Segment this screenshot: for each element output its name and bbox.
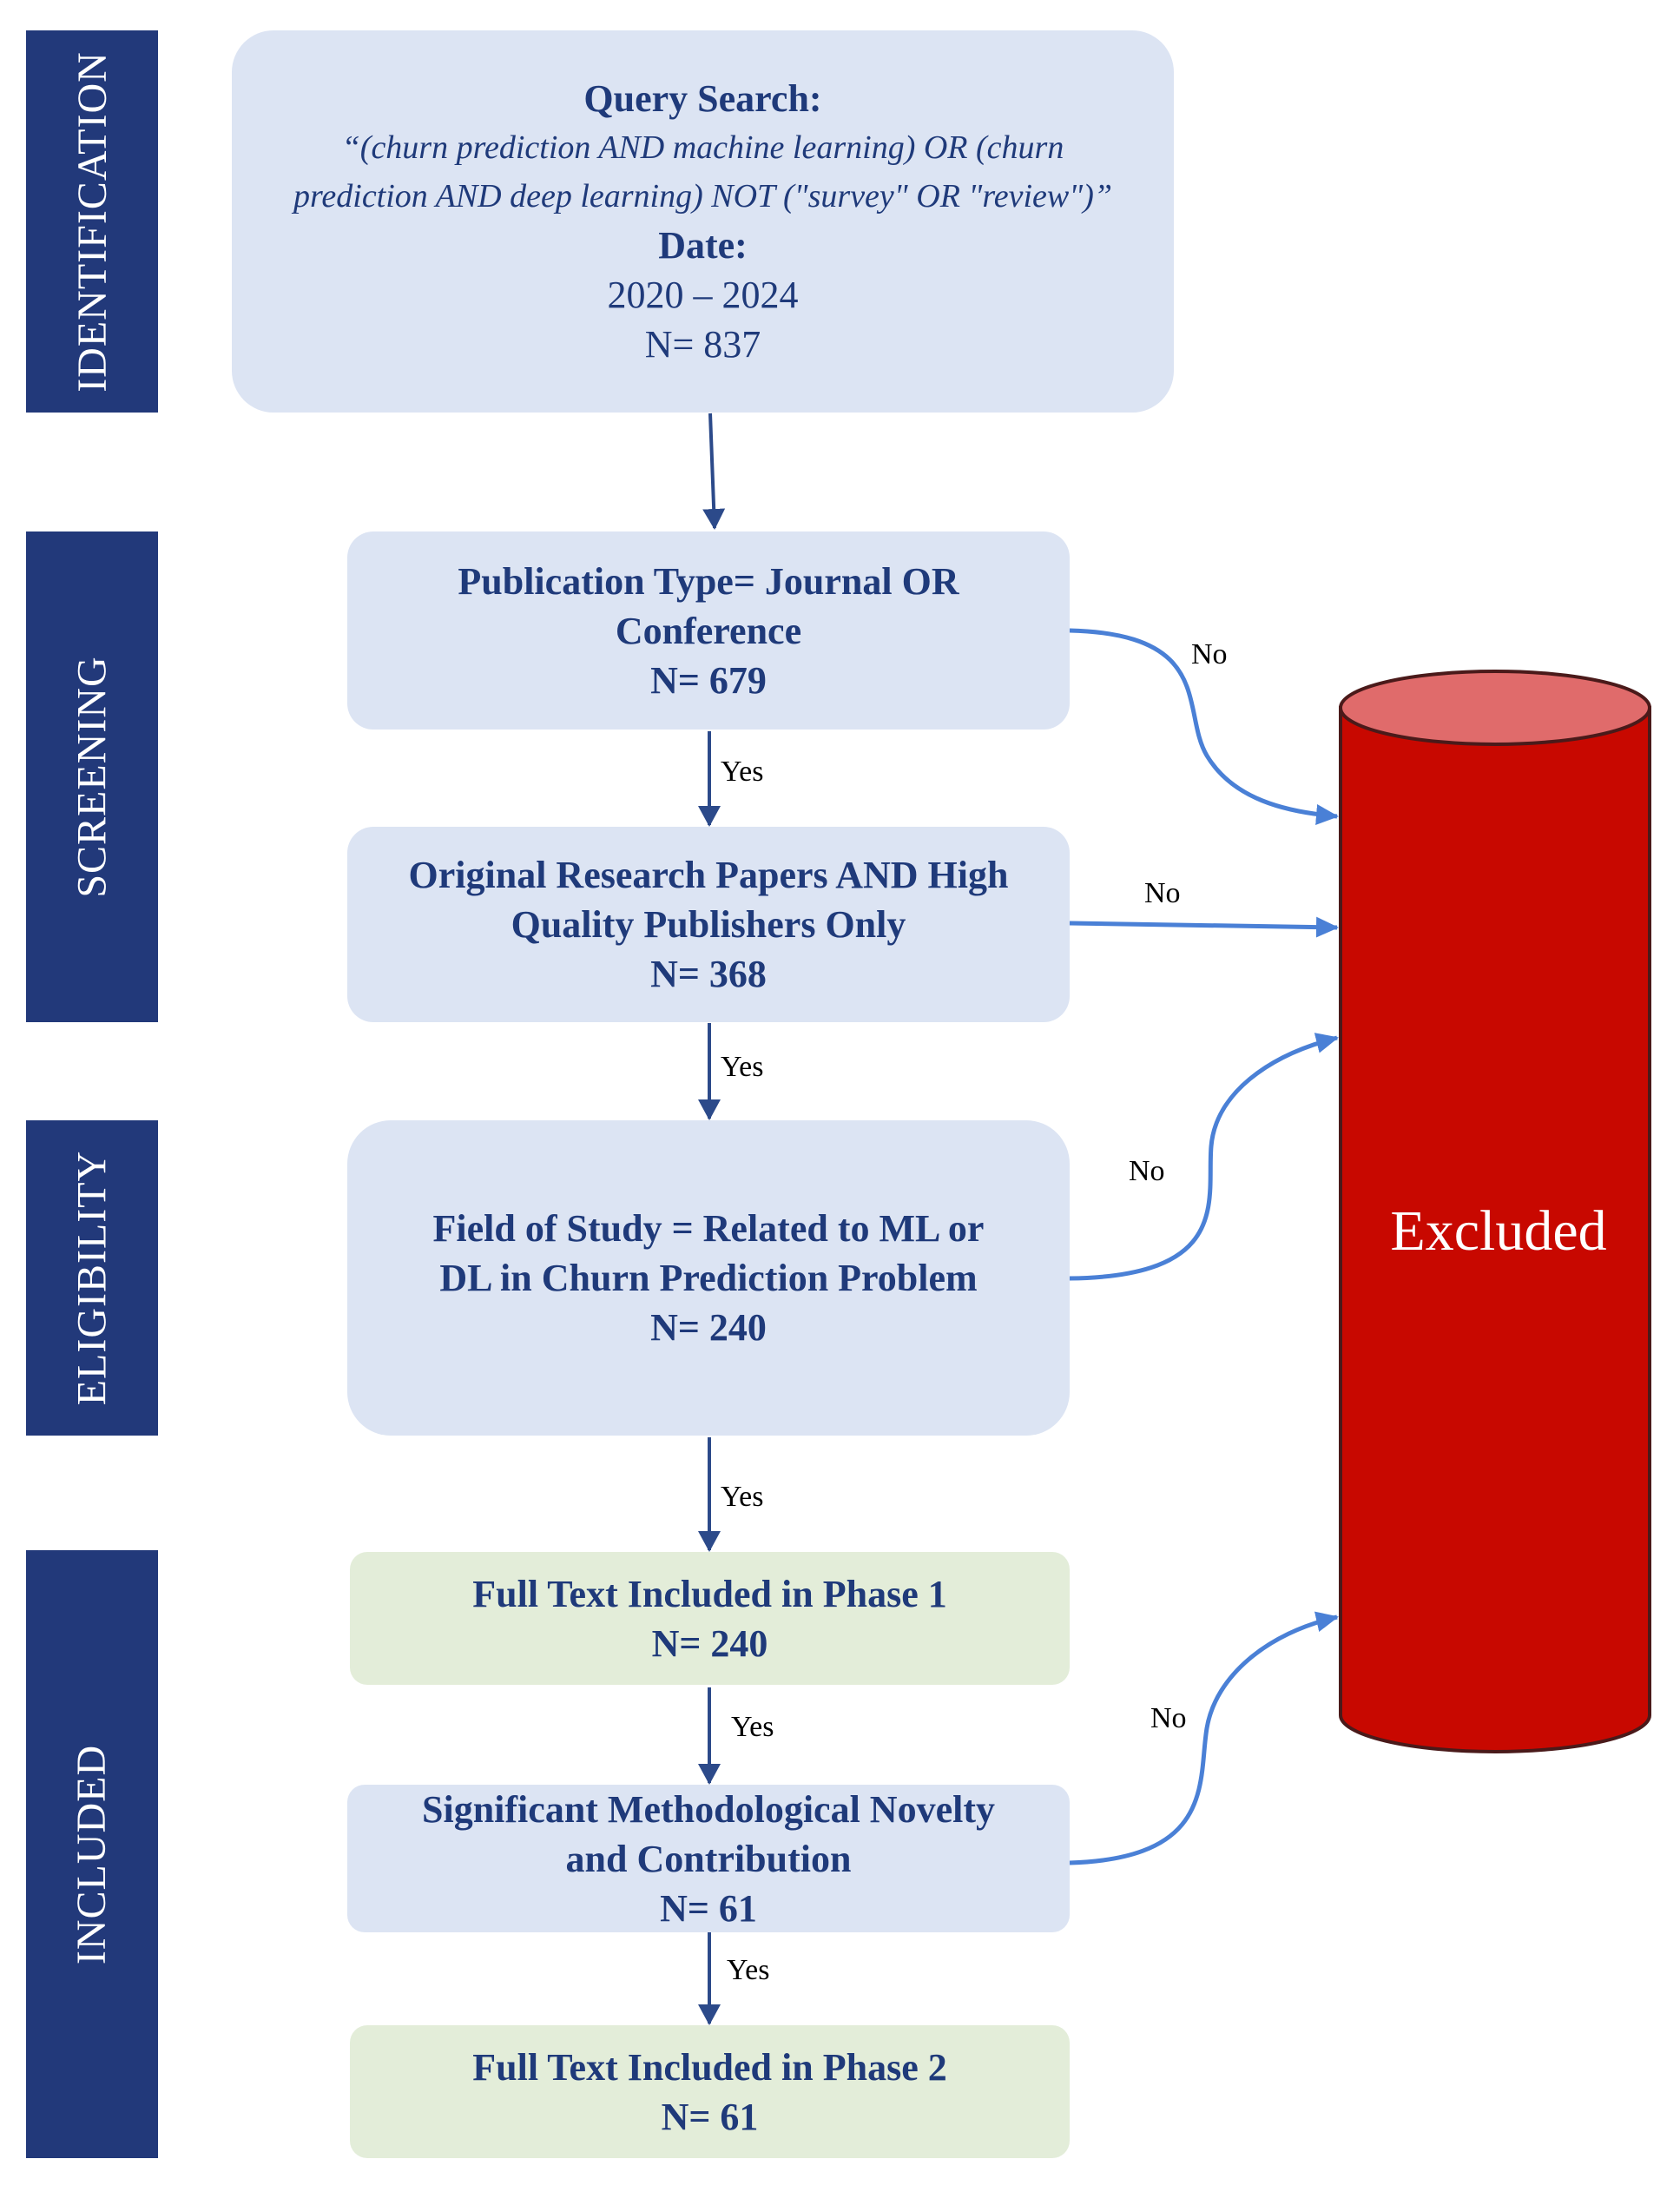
publication-type-box: Publication Type= Journal OR Conference … — [347, 531, 1070, 730]
field-of-study-line1: Field of Study = Related to ML or — [432, 1207, 985, 1250]
publication-type-line2: Conference — [615, 609, 802, 652]
query-label: Query Search: — [583, 77, 822, 120]
original-research-line1: Original Research Papers AND High — [408, 854, 1009, 896]
yes-label-eligibility: Yes — [721, 1481, 764, 1513]
novelty-box: Significant Methodological Novelty and C… — [347, 1785, 1070, 1932]
arrow-no-screen2 — [1069, 916, 1339, 938]
arrow-no-screen1 — [1069, 628, 1339, 825]
phase1-count: N= 240 — [651, 1621, 768, 1665]
phase1-included-box: Full Text Included in Phase 1 N= 240 — [350, 1552, 1070, 1685]
phase-included: INCLUDED — [26, 1550, 158, 2158]
no-label-screen2: No — [1144, 877, 1181, 909]
original-research-count: N= 368 — [650, 953, 767, 995]
arrow-no-eligibility — [1069, 1033, 1339, 1281]
excluded-label: Excluded — [1390, 1199, 1607, 1263]
phase1-line1: Full Text Included in Phase 1 — [472, 1572, 947, 1615]
no-label-screen1: No — [1191, 638, 1228, 670]
arrow-query-to-screen — [702, 413, 726, 530]
field-of-study-box: Field of Study = Related to ML or DL in … — [347, 1120, 1070, 1436]
query-string-line1: “(churn prediction AND machine learning)… — [341, 129, 1064, 166]
original-research-line2: Quality Publishers Only — [511, 903, 906, 946]
excluded-cylinder — [1339, 670, 1651, 1753]
yes-label-novelty: Yes — [727, 1954, 770, 1986]
novelty-line2: and Contribution — [565, 1837, 852, 1880]
phase2-included-box: Full Text Included in Phase 2 N= 61 — [350, 2025, 1070, 2158]
phase-identification: IDENTIFICATION — [26, 30, 158, 413]
date-label: Date: — [658, 224, 748, 267]
novelty-line1: Significant Methodological Novelty — [422, 1787, 995, 1831]
yes-label-screen1: Yes — [721, 756, 764, 788]
query-search-box: Query Search: “(churn prediction AND mac… — [232, 30, 1174, 413]
phase2-line1: Full Text Included in Phase 2 — [472, 2045, 947, 2089]
yes-label-phase1: Yes — [731, 1711, 774, 1743]
field-of-study-count: N= 240 — [650, 1306, 767, 1349]
no-label-eligibility: No — [1129, 1155, 1165, 1187]
novelty-count: N= 61 — [660, 1886, 757, 1930]
phase-eligibility: ELIGIBILITY — [26, 1120, 158, 1436]
publication-type-count: N= 679 — [650, 658, 767, 702]
phase2-count: N= 61 — [661, 2095, 759, 2138]
query-count: N= 837 — [644, 323, 761, 366]
phase-screening: SCREENING — [26, 531, 158, 1022]
field-of-study-line2: DL in Churn Prediction Problem — [439, 1257, 978, 1299]
publication-type-line1: Publication Type= Journal OR — [458, 559, 959, 603]
yes-label-screen2: Yes — [721, 1051, 764, 1083]
arrow-no-novelty — [1069, 1611, 1339, 1865]
query-string-line2: prediction AND deep learning) NOT ("surv… — [293, 178, 1112, 215]
no-label-novelty: No — [1150, 1702, 1187, 1734]
date-range: 2020 – 2024 — [607, 274, 799, 316]
original-research-box: Original Research Papers AND High Qualit… — [347, 827, 1070, 1022]
